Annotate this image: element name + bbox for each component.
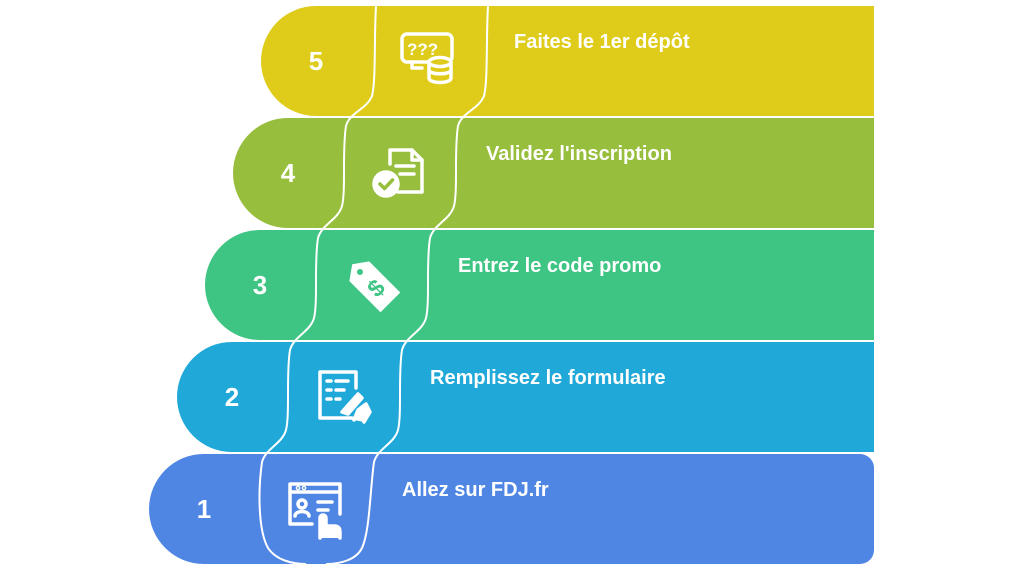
slot-machine-coins-icon: ??? — [398, 28, 462, 92]
step-2-label: Remplissez le formulaire — [430, 367, 666, 389]
step-1-bar — [149, 454, 874, 564]
step-4-number: 4 — [280, 158, 296, 188]
svg-text:???: ??? — [407, 40, 438, 59]
form-pen-icon — [312, 364, 376, 428]
price-tag-dollar-icon: $ — [340, 250, 404, 314]
step-3-label: Entrez le code promo — [458, 255, 662, 277]
winding-connector-line — [258, 5, 489, 565]
step-3-number: 3 — [252, 270, 268, 300]
step-3-bar — [205, 230, 874, 340]
step-4-label: Validez l'inscription — [486, 143, 672, 165]
step-2-number: 2 — [224, 382, 240, 412]
browser-user-click-icon — [284, 478, 348, 542]
step-5-bar — [261, 6, 874, 116]
step-2-bar — [177, 342, 874, 452]
step-1-number: 1 — [196, 494, 212, 524]
step-4-bar — [233, 118, 874, 228]
step-1-label: Allez sur FDJ.fr — [402, 479, 549, 501]
step-5-label: Faites le 1er dépôt — [514, 31, 690, 53]
step-5-number: 5 — [308, 46, 324, 76]
document-check-icon — [368, 140, 432, 204]
